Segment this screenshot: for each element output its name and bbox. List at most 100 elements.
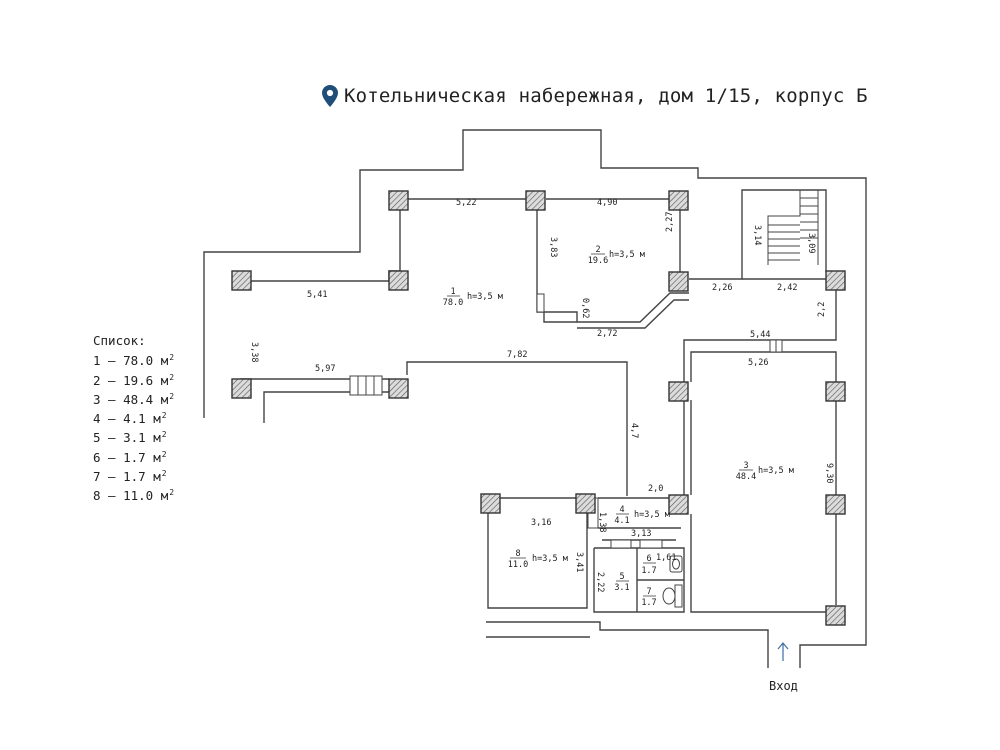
outer-wall-north [203, 129, 867, 668]
svg-text:h=3,5 м: h=3,5 м [609, 250, 645, 260]
column [825, 270, 846, 291]
dim-2-27: 2,27 [665, 212, 675, 232]
svg-text:11.0: 11.0 [508, 560, 528, 570]
legend-item-number: 3 [93, 391, 101, 407]
svg-text:6: 6 [646, 554, 651, 564]
plan-header: Котельническая набережная, дом 1/15, кор… [322, 82, 868, 110]
wall-room3-inner [690, 351, 837, 382]
wall-room2-bay [577, 292, 689, 323]
dim-1-38: 1,38 [597, 512, 607, 532]
svg-text:7: 7 [646, 587, 651, 597]
dim-3-38: 3,38 [249, 342, 259, 362]
room-3-label: 3 48.4 h=3,5 м [736, 461, 794, 482]
legend-item-value: 11.0 [123, 488, 154, 504]
legend-item: 6 – 1.7 м2 [93, 449, 167, 465]
legend-item-unit: м [145, 411, 161, 427]
svg-text:4: 4 [619, 505, 624, 515]
svg-text:8: 8 [515, 549, 520, 559]
legend-item-unit: м [145, 449, 161, 465]
svg-text:3: 3 [743, 461, 748, 471]
stair-outline [767, 189, 819, 265]
dim-3-16: 3,16 [531, 518, 551, 528]
svg-text:48.4: 48.4 [736, 472, 756, 482]
wall-room8 [487, 513, 588, 609]
legend-item-value: 1.7 [123, 469, 146, 485]
svg-text:5: 5 [619, 572, 624, 582]
dim-5-41: 5,41 [307, 290, 327, 300]
legend-item: 8 – 11.0 м2 [93, 488, 175, 504]
wall-room2-bay-inner [577, 299, 689, 329]
legend-item: 4 – 4.1 м2 [93, 411, 167, 427]
column [668, 381, 689, 402]
dim-3-09: 3,09 [806, 233, 816, 253]
legend-item-number: 7 [93, 469, 101, 485]
dim-1-61: 1,61 [656, 553, 676, 563]
opening-bath [610, 539, 632, 549]
column [525, 190, 546, 211]
dim-2-22: 2,22 [595, 572, 605, 592]
room-8-label: 8 11.0 h=3,5 м [508, 549, 568, 570]
dim-2-0: 2,0 [648, 484, 663, 494]
legend-item-unit: м [145, 430, 161, 446]
column [668, 190, 689, 211]
legend-item-value: 4.1 [123, 411, 146, 427]
dim-9-30: 9,30 [824, 463, 834, 483]
wall-corridor [406, 361, 628, 496]
outer-wall [203, 129, 867, 668]
columns [231, 190, 846, 626]
outer-wall-southeast [486, 621, 769, 668]
entrance-arrow [777, 642, 789, 661]
dim-5-44: 5,44 [750, 330, 770, 340]
legend-item-unit: м [153, 488, 169, 504]
column [388, 190, 409, 211]
legend-item: 5 – 3.1 м2 [93, 430, 167, 446]
dim-3-13: 3,13 [631, 529, 651, 539]
room-labels: 1 78.0 h=3,5 м 2 19.6 h=3,5 м 3 48.4 h=3… [443, 245, 794, 608]
dim-3-41: 3,41 [574, 552, 584, 572]
legend-item: 3 – 48.4 м2 [93, 391, 175, 407]
legend-item: 7 – 1.7 м2 [93, 469, 167, 485]
wall-south-room1 [263, 391, 389, 423]
room-5-label: 5 3.1 [614, 572, 629, 593]
column [388, 378, 409, 399]
toilet-icon [674, 584, 683, 608]
legend-item-number: 6 [93, 449, 101, 465]
dim-3-14: 3,14 [752, 225, 762, 245]
dim-2-26: 2,26 [712, 283, 732, 293]
opening-room5 [639, 539, 663, 549]
svg-text:1: 1 [450, 287, 455, 297]
legend-item: 2 – 19.6 м2 [93, 372, 175, 388]
legend-item-unit: м [153, 372, 169, 388]
column [825, 605, 846, 626]
svg-text:19.6: 19.6 [588, 256, 608, 266]
svg-text:78.0: 78.0 [443, 298, 463, 308]
column [480, 493, 501, 514]
column [825, 494, 846, 515]
legend-item-value: 1.7 [123, 449, 146, 465]
room-7-label: 7 1.7 [641, 587, 656, 608]
svg-text:1.7: 1.7 [641, 598, 656, 608]
dim-7-82: 7,82 [507, 350, 527, 360]
dim-0-62: 0,62 [580, 298, 590, 318]
legend-item-number: 4 [93, 411, 101, 427]
legend-item-number: 2 [93, 372, 101, 388]
column [825, 381, 846, 402]
legend-item-number: 8 [93, 488, 101, 504]
legend-heading: Список: [93, 333, 146, 348]
svg-text:3.1: 3.1 [614, 583, 629, 593]
legend-item-value: 48.4 [123, 391, 154, 407]
openings [349, 293, 783, 549]
entrance-label: Вход [769, 679, 798, 693]
svg-text:2: 2 [595, 245, 600, 255]
room-1-label: 1 78.0 h=3,5 м [443, 287, 503, 308]
svg-text:4.1: 4.1 [614, 516, 629, 526]
column [231, 270, 252, 291]
dim-2-42: 2,42 [777, 283, 797, 293]
sink-icon [669, 555, 683, 573]
wall-room3-north [683, 290, 837, 382]
legend-item-unit: м [153, 391, 169, 407]
svg-text:h=3,5 м: h=3,5 м [758, 466, 794, 476]
legend-item-value: 19.6 [123, 372, 154, 388]
